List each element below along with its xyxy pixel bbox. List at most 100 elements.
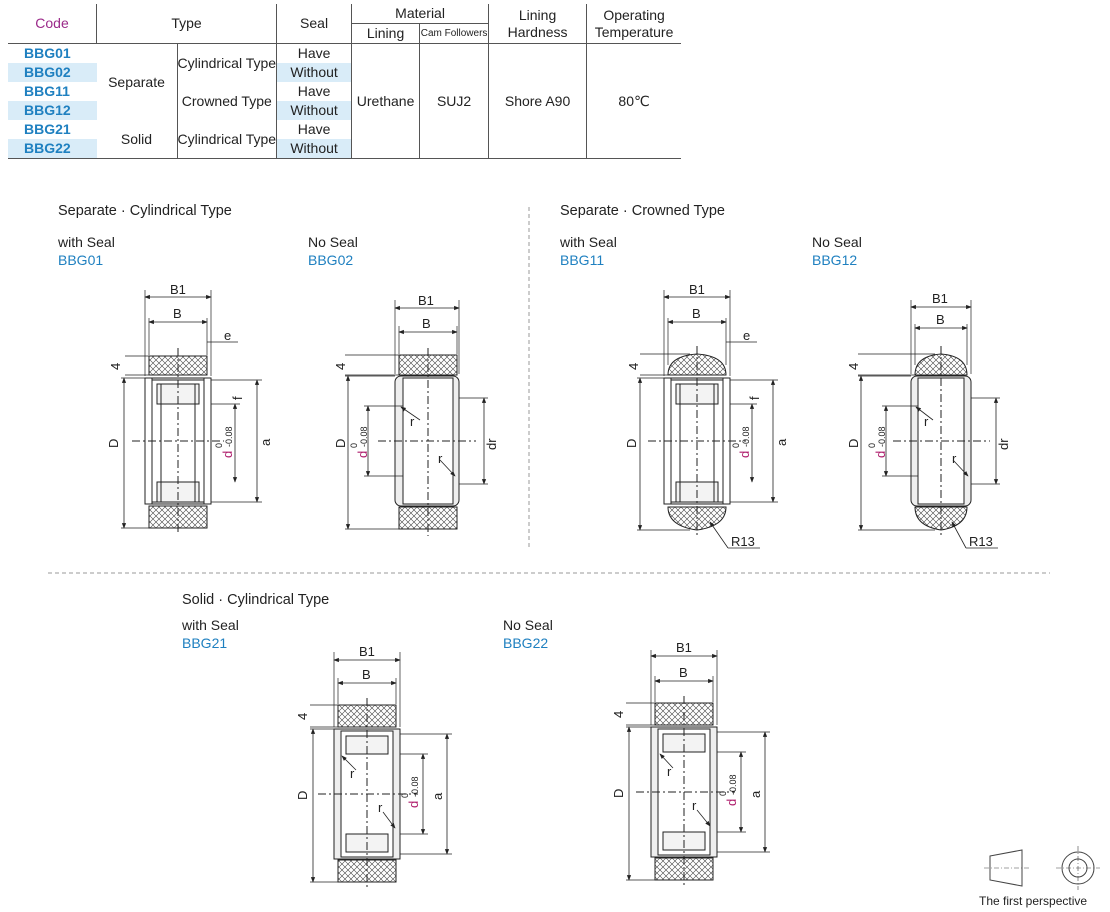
dim-e: e [743,328,750,343]
dim-d-outer: D [333,439,348,448]
dim-4: 4 [108,363,123,370]
projection-label: The first perspective [979,894,1088,908]
dim-f: f [230,396,245,400]
dim-d-inner: d [873,451,888,458]
dim-tol-lower: -0.08 [359,426,369,447]
dim-f: f [747,396,762,400]
dim-tol-upper: 0 [349,443,359,448]
seal-cell: Have [276,43,353,63]
header-seal: Seal [276,4,353,44]
dim-d-inner: d [355,451,370,458]
code-cell: BBG21 [24,121,71,137]
with-seal-label: with Seal [182,617,239,633]
dim-d-outer: D [295,791,310,800]
dim-b: B [679,665,688,680]
dim-b: B [173,306,182,321]
drawing-bbg22 [626,650,770,888]
code-cell: BBG12 [8,101,97,120]
type-solid: Solid [96,120,178,159]
dim-r: r [692,798,697,813]
model-code: BBG11 [560,252,605,268]
dim-tol-lower: -0.08 [410,776,420,797]
drawing-bbg02 [345,300,488,536]
dim-r: r [410,414,415,429]
dim-dr: dr [996,438,1011,450]
dim-tol-upper: 0 [867,443,877,448]
no-seal-label: No Seal [308,234,358,250]
dim-d-inner: d [220,451,235,458]
dim-d-outer: D [624,439,639,448]
dim-4: 4 [295,713,310,720]
dim-r13: R13 [731,534,755,549]
no-seal-label: No Seal [503,617,553,633]
dim-a: a [258,438,273,446]
dim-4: 4 [611,711,626,718]
dim-labels-bbg21: B1 B 4 D r r d 0 -0.08 a [295,644,445,815]
dim-b1: B1 [689,282,705,297]
drawing-bbg11 [637,290,778,549]
dim-labels-bbg22: B1 B 4 D r r d 0 -0.08 a [611,640,763,813]
spec-table: Code Type Seal Material Lining Hardness … [8,4,682,159]
dim-b: B [362,667,371,682]
dim-tol-upper: 0 [731,443,741,448]
code-cell: BBG02 [8,63,97,82]
dim-tol-lower: -0.08 [741,426,751,447]
drawing-bbg21 [310,652,452,890]
dim-d-inner: d [406,801,421,808]
header-cam-followers: Cam Followers [419,23,490,44]
code-cell: BBG22 [8,139,97,159]
dim-dr: dr [484,438,499,450]
dim-labels-bbg11: B1 B e 4 D f d 0 -0.08 a R13 [624,282,789,549]
code-cell: BBG11 [24,83,70,99]
dim-b1: B1 [170,282,186,297]
dim-r: r [952,451,957,466]
dim-4: 4 [626,363,641,370]
dim-b1: B1 [932,291,948,306]
dim-4: 4 [846,363,861,370]
temperature-value: 80℃ [586,43,682,159]
dim-tol-upper: 0 [400,793,410,798]
dim-r: r [438,451,443,466]
dim-d-outer: D [611,789,626,798]
dim-tol-lower: -0.08 [224,426,234,447]
dim-labels-bbg02: B1 B 4 D d 0 -0.08 r r dr [333,293,499,466]
dim-labels-bbg12: B1 B 4 D d 0 -0.08 r r dr R13 [846,291,1011,549]
seal-cell: Have [276,82,353,101]
dim-d-inner: d [737,451,752,458]
dim-a: a [774,438,789,446]
lining-value: Urethane [351,43,421,159]
model-code: BBG01 [58,252,104,268]
dim-a: a [430,792,445,800]
hardness-value: Shore A90 [488,43,588,159]
seal-cell: Have [276,120,353,139]
code-cell: BBG01 [24,45,71,61]
header-lining: Lining [351,23,421,44]
section-title-sep-crown: Separate · Crowned Type [560,203,725,219]
model-code: BBG12 [812,252,858,268]
dim-r: r [378,800,383,815]
model-code: BBG02 [308,252,354,268]
drawing-bbg12 [858,300,1000,549]
dim-4: 4 [333,363,348,370]
dim-b: B [422,316,431,331]
seal-cell: Without [276,139,353,159]
dim-d-inner: d [724,799,739,806]
dim-a: a [748,790,763,798]
model-code: BBG22 [503,635,549,651]
subtype-cylindrical: Cylindrical Type [177,43,278,82]
with-seal-label: with Seal [560,234,617,250]
dim-d-outer: D [846,439,861,448]
seal-cell: Without [276,101,353,120]
dim-b: B [692,306,701,321]
dim-r13: R13 [969,534,993,549]
subtype-cylindrical: Cylindrical Type [177,120,278,159]
model-code: BBG21 [182,635,228,651]
section-title-solid-cyl: Solid · Cylindrical Type [182,592,330,608]
header-lining-hardness: Lining Hardness [488,4,588,44]
dim-b: B [936,312,945,327]
dim-b1: B1 [359,644,375,659]
dim-tol-upper: 0 [718,791,728,796]
dim-tol-lower: -0.08 [877,426,887,447]
dim-b1: B1 [418,293,434,308]
